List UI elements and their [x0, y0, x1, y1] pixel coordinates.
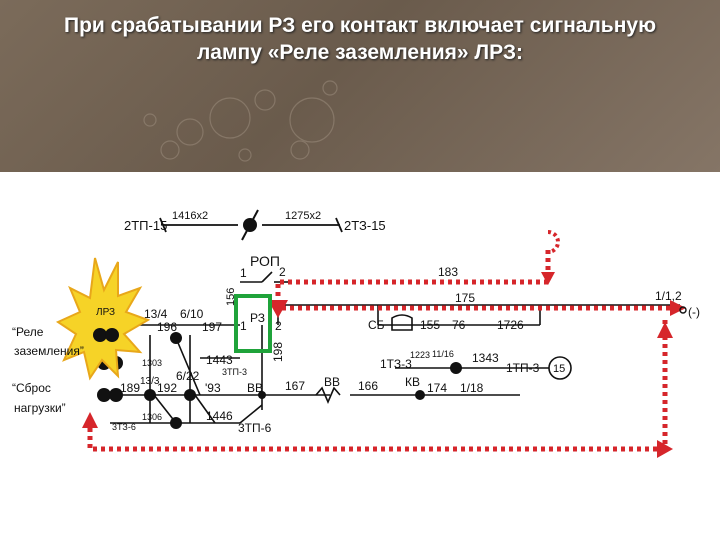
- slide-title-line-1: При срабатывании РЗ его контакт включает…: [63, 14, 657, 37]
- label-155: 155: [420, 318, 440, 332]
- slide-title: При срабатывании РЗ его контакт включает…: [0, 12, 720, 66]
- label-166: 166: [358, 379, 378, 393]
- label-rop-c2: 2: [279, 265, 286, 279]
- label-174: 174: [427, 381, 447, 395]
- label-192: 192: [157, 381, 177, 395]
- label-sb: СБ: [368, 318, 385, 332]
- red-dashed-circle: [547, 230, 560, 254]
- label-1223: 1223: [410, 350, 430, 360]
- label-6-10: 6/10: [180, 307, 204, 321]
- label-3tp6: 3ТП-6: [238, 421, 272, 435]
- rz-highlight-box: [234, 294, 272, 353]
- top-contact: [241, 209, 259, 241]
- label-3tz6: 3ТЗ-6: [112, 422, 136, 432]
- label-vv-2: ВВ: [324, 375, 340, 389]
- label-11-16: 11/16: [432, 349, 454, 359]
- label-156: 156: [225, 288, 237, 306]
- label-175: 175: [455, 291, 475, 305]
- label-rz-c1: 1: [240, 319, 247, 333]
- label-1726: 1726: [497, 318, 524, 332]
- label-rele-2: заземления”: [14, 344, 84, 358]
- label-sbros-1: “Сброс: [12, 381, 51, 395]
- title-banner: При срабатывании РЗ его контакт включает…: [0, 0, 720, 172]
- label-3tp3: 3ТП-3: [222, 367, 247, 377]
- label-1306: 1306: [142, 412, 162, 422]
- circuit-schematic: 2ТП-15 1416x2 1275x2 2ТЗ-15 РОП 1 2 183 …: [12, 209, 700, 458]
- label-1tp3: 1ТП-3: [506, 361, 540, 375]
- label-1-18: 1/18: [460, 381, 484, 395]
- label-rz: РЗ: [250, 311, 265, 325]
- label-13-3: 13/3: [140, 376, 160, 387]
- label-197: 197: [202, 320, 222, 334]
- slide-title-line-2: лампу «Реле заземления» ЛРЗ:: [196, 41, 524, 64]
- label-189: 189: [120, 381, 140, 395]
- label-1275x2: 1275x2: [285, 210, 321, 222]
- label-1446: 1446: [206, 409, 233, 423]
- label-rele-1: “Реле: [12, 325, 44, 339]
- explosion-burst-icon: [55, 257, 151, 381]
- label-rz-c2: 2: [275, 319, 282, 333]
- label-15: 15: [553, 363, 565, 375]
- label-2tp15: 2ТП-15: [124, 218, 167, 233]
- label-rop-c1: 1: [240, 266, 247, 280]
- label-kv: КВ: [405, 375, 420, 389]
- label-167: 167: [285, 379, 305, 393]
- label-1443: 1443: [206, 353, 233, 367]
- node-dots: [144, 332, 462, 429]
- right-terminal: [679, 306, 687, 314]
- red-arrowheads: [82, 272, 686, 458]
- label-1343: 1343: [472, 351, 499, 365]
- vv-breaker: [315, 386, 341, 405]
- label-6-22: 6/22: [176, 369, 200, 383]
- label-1303: 1303: [142, 358, 162, 368]
- label-2tz15: 2ТЗ-15: [344, 218, 386, 233]
- top-circuit-line: [159, 217, 343, 233]
- label-183: 183: [438, 265, 458, 279]
- label-1-1-2: 1/1,2: [655, 289, 682, 303]
- label-lpz: ЛРЗ: [96, 307, 115, 318]
- label-1416x2: 1416x2: [172, 210, 208, 222]
- red-dotted-route: [87, 250, 680, 452]
- banner-circles-decoration: [143, 80, 338, 162]
- label-76: 76: [452, 318, 466, 332]
- label-13-4: 13/4: [144, 307, 168, 321]
- label-198: 198: [271, 342, 285, 362]
- label-vv-1: ВВ: [247, 381, 263, 395]
- label-196: 196: [157, 320, 177, 334]
- bell-sb: [391, 314, 413, 331]
- label-1tz3: 1ТЗ-3: [380, 357, 412, 371]
- lamp-15: [548, 356, 572, 380]
- label-sbros-2: нагрузки”: [14, 401, 66, 415]
- label-93: '93: [205, 381, 221, 395]
- label-rop: РОП: [250, 253, 280, 269]
- label-minus: (-): [688, 305, 700, 319]
